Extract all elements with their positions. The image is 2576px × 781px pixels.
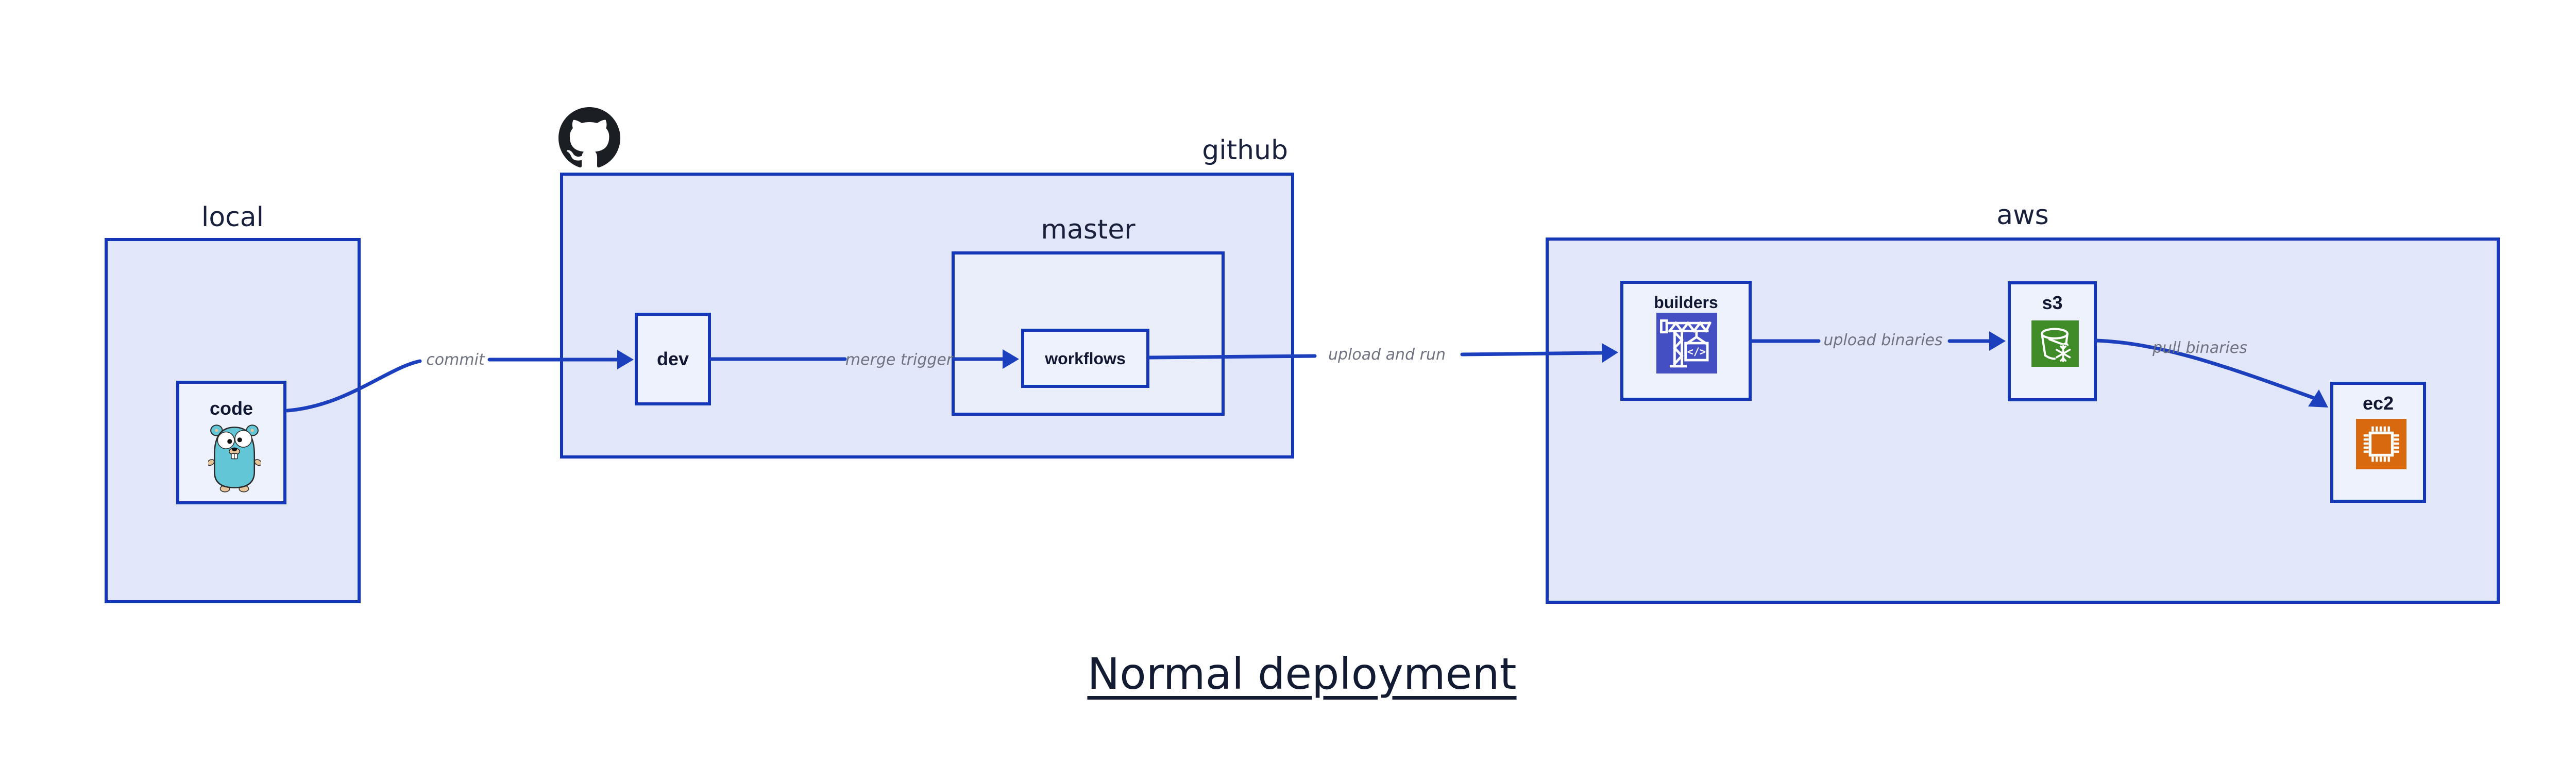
node-label-workflows: workflows bbox=[1045, 349, 1126, 368]
edge-label-upload-binaries: upload binaries bbox=[1823, 331, 1943, 349]
node-workflows: workflows bbox=[1021, 329, 1149, 388]
edge-label-upload-and-run: upload and run bbox=[1328, 346, 1446, 364]
aws-codebuild-crane-icon: </> bbox=[1656, 313, 1717, 373]
group-label-aws: aws bbox=[1996, 200, 2049, 231]
node-label-s3: s3 bbox=[2042, 292, 2063, 313]
node-label-builders: builders bbox=[1654, 293, 1718, 312]
go-gopher-icon bbox=[207, 422, 262, 493]
edge-label-commit: commit bbox=[426, 351, 485, 369]
group-label-local: local bbox=[201, 202, 264, 233]
node-ec2: ec2 bbox=[2330, 382, 2426, 503]
group-label-github: github bbox=[1202, 135, 1288, 166]
svg-text:</>: </> bbox=[1687, 346, 1706, 358]
node-dev: dev bbox=[635, 313, 711, 405]
node-label-dev: dev bbox=[656, 348, 689, 369]
node-code: code bbox=[176, 381, 286, 504]
node-s3: s3 bbox=[2008, 281, 2097, 401]
edge-label-merge-trigger: merge trigger bbox=[845, 351, 953, 369]
edge-label-pull-binaries: pull binaries bbox=[2153, 339, 2247, 357]
node-label-ec2: ec2 bbox=[2362, 393, 2394, 414]
aws-ec2-chip-icon bbox=[2356, 419, 2406, 469]
node-label-code: code bbox=[209, 398, 253, 419]
aws-s3-glacier-bucket-icon bbox=[2031, 320, 2079, 367]
group-label-master: master bbox=[1041, 214, 1136, 245]
github-octocat-logo bbox=[558, 107, 620, 169]
diagram-title: Normal deployment bbox=[1087, 649, 1517, 699]
node-builders: builders </> bbox=[1620, 281, 1752, 401]
